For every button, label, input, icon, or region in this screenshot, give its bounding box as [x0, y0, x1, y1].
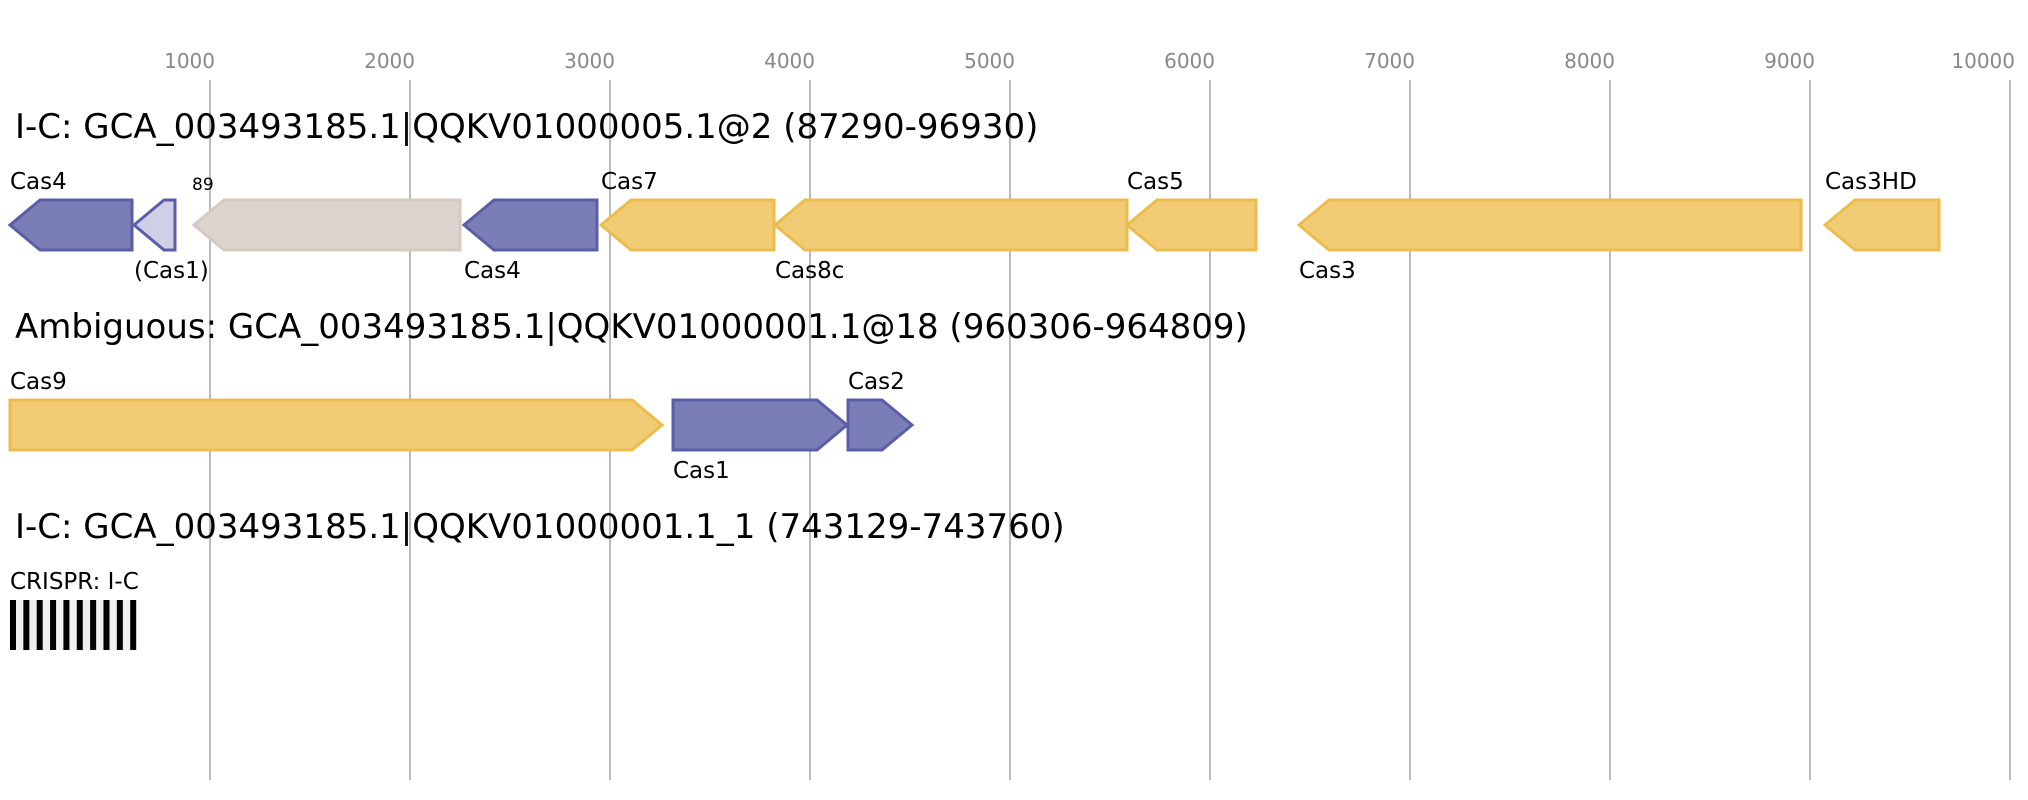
tick-label: 1000 — [164, 49, 215, 73]
crispr-repeat — [23, 600, 30, 650]
crispr-label: CRISPR: I-C — [10, 569, 139, 595]
locus-title-2: Ambiguous: GCA_003493185.1|QQKV01000001.… — [15, 307, 1248, 347]
crispr-repeat — [76, 600, 83, 650]
gene-label: Cas2 — [848, 369, 905, 395]
tick-label: 6000 — [1164, 49, 1215, 73]
gene-label: Cas9 — [10, 369, 67, 395]
gene-label: Cas4 — [10, 169, 67, 195]
gene-arrow-cas3hd[interactable] — [1822, 198, 1941, 252]
gene-label: Cas1 — [673, 458, 730, 484]
tick-label: 4000 — [764, 49, 815, 73]
locus-title-3: I-C: GCA_003493185.1|QQKV01000001.1_1 (7… — [15, 507, 1065, 547]
gene-arrow-cas4[interactable] — [7, 198, 134, 252]
gene-label: Cas3HD — [1825, 169, 1917, 195]
crispr-repeat — [10, 600, 16, 650]
gene-arrow-cas3[interactable] — [1296, 198, 1803, 252]
crispr-repeat — [116, 600, 123, 650]
gene-label: Cas7 — [601, 169, 658, 195]
gene-arrow-cas2[interactable] — [846, 398, 915, 452]
gene-label: Cas8c — [775, 258, 844, 284]
gene-arrow-cas7[interactable] — [598, 198, 776, 252]
gene-label: (Cas1) — [134, 258, 209, 284]
crispr-repeat — [90, 600, 97, 650]
tick-label: 7000 — [1364, 49, 1415, 73]
gene-arrow-cas4[interactable] — [461, 198, 599, 252]
crispr-repeat — [103, 600, 110, 650]
gene-label: Cas5 — [1127, 169, 1184, 195]
gene-arrow-cas5[interactable] — [1124, 198, 1258, 252]
gene-label: Cas3 — [1299, 258, 1356, 284]
tick-label: 3000 — [564, 49, 615, 73]
tick-label: 5000 — [964, 49, 1015, 73]
gene-arrow-cas1[interactable] — [131, 198, 177, 252]
tick-label: 2000 — [364, 49, 415, 73]
gene-arrow-cas8c[interactable] — [772, 198, 1129, 252]
gene-label: 89 — [192, 175, 214, 195]
gene-label: Cas4 — [464, 258, 521, 284]
crispr-repeat — [50, 600, 57, 650]
gene-arrow-89[interactable] — [191, 198, 462, 252]
crispr-repeat — [130, 600, 137, 650]
crispr-repeat — [36, 600, 43, 650]
tick-label: 9000 — [1764, 49, 1815, 73]
tick-label: 8000 — [1564, 49, 1615, 73]
locus-title-1: I-C: GCA_003493185.1|QQKV01000005.1@2 (8… — [15, 107, 1038, 147]
crispr-array — [10, 600, 137, 650]
crispr-background — [10, 600, 137, 650]
gene-arrow-cas1[interactable] — [671, 398, 850, 452]
tick-label: 10000 — [1951, 49, 2015, 73]
gene-arrow-cas9[interactable] — [8, 398, 665, 452]
crispr-repeat — [63, 600, 70, 650]
